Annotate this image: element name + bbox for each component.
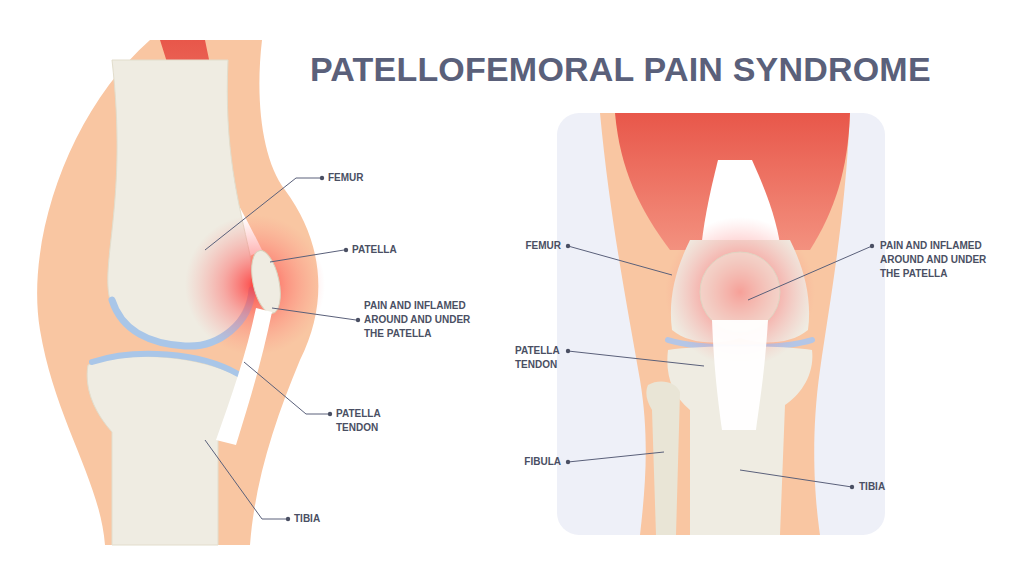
leader-dots (286, 176, 874, 521)
side-view (37, 40, 325, 545)
part-label: TIBIA (859, 480, 885, 494)
patella-bone (247, 248, 286, 316)
leader-line (568, 246, 672, 275)
fibula-bone (646, 381, 680, 535)
diagram-title: PATELLOFEMORAL PAIN SYNDROME (310, 50, 931, 89)
leader-dot (566, 349, 570, 353)
leader-dot (328, 412, 332, 416)
part-label: PATELLA TENDON (336, 407, 394, 435)
patella-tendon (216, 308, 272, 445)
meniscus (92, 354, 238, 374)
leader-dot (320, 176, 324, 180)
part-label: PATELLA TENDON (515, 344, 561, 372)
part-label: FEMUR (525, 239, 561, 253)
leader-dot (356, 318, 360, 322)
patella-tendon (712, 320, 768, 430)
part-label: PAIN AND INFLAMED AROUND AND UNDER THE P… (364, 299, 482, 341)
leader-dot (850, 485, 854, 489)
leader-line (568, 351, 704, 366)
tibia-bone (87, 356, 243, 545)
leader-dot (344, 248, 348, 252)
part-label: TIBIA (294, 512, 320, 526)
part-label: PAIN AND INFLAMED AROUND AND UNDER THE P… (880, 239, 998, 281)
leader-lines (205, 178, 872, 519)
leader-line (244, 362, 328, 414)
part-label: PATELLA (352, 243, 397, 257)
leader-line (272, 308, 356, 320)
leader-line (568, 452, 664, 462)
part-label: FEMUR (328, 171, 364, 185)
leader-line (740, 470, 852, 487)
leader-line (205, 440, 286, 519)
leader-dot (286, 517, 290, 521)
leader-dot (566, 460, 570, 464)
leader-line (270, 250, 344, 262)
leader-line (205, 178, 320, 250)
leader-dot (870, 244, 874, 248)
leader-dot (566, 244, 570, 248)
leg-silhouette (37, 40, 318, 545)
part-label: FIBULA (524, 455, 561, 469)
front-view (557, 113, 885, 535)
leg-silhouette (600, 113, 850, 535)
leader-line (748, 246, 872, 300)
panel (557, 113, 885, 535)
